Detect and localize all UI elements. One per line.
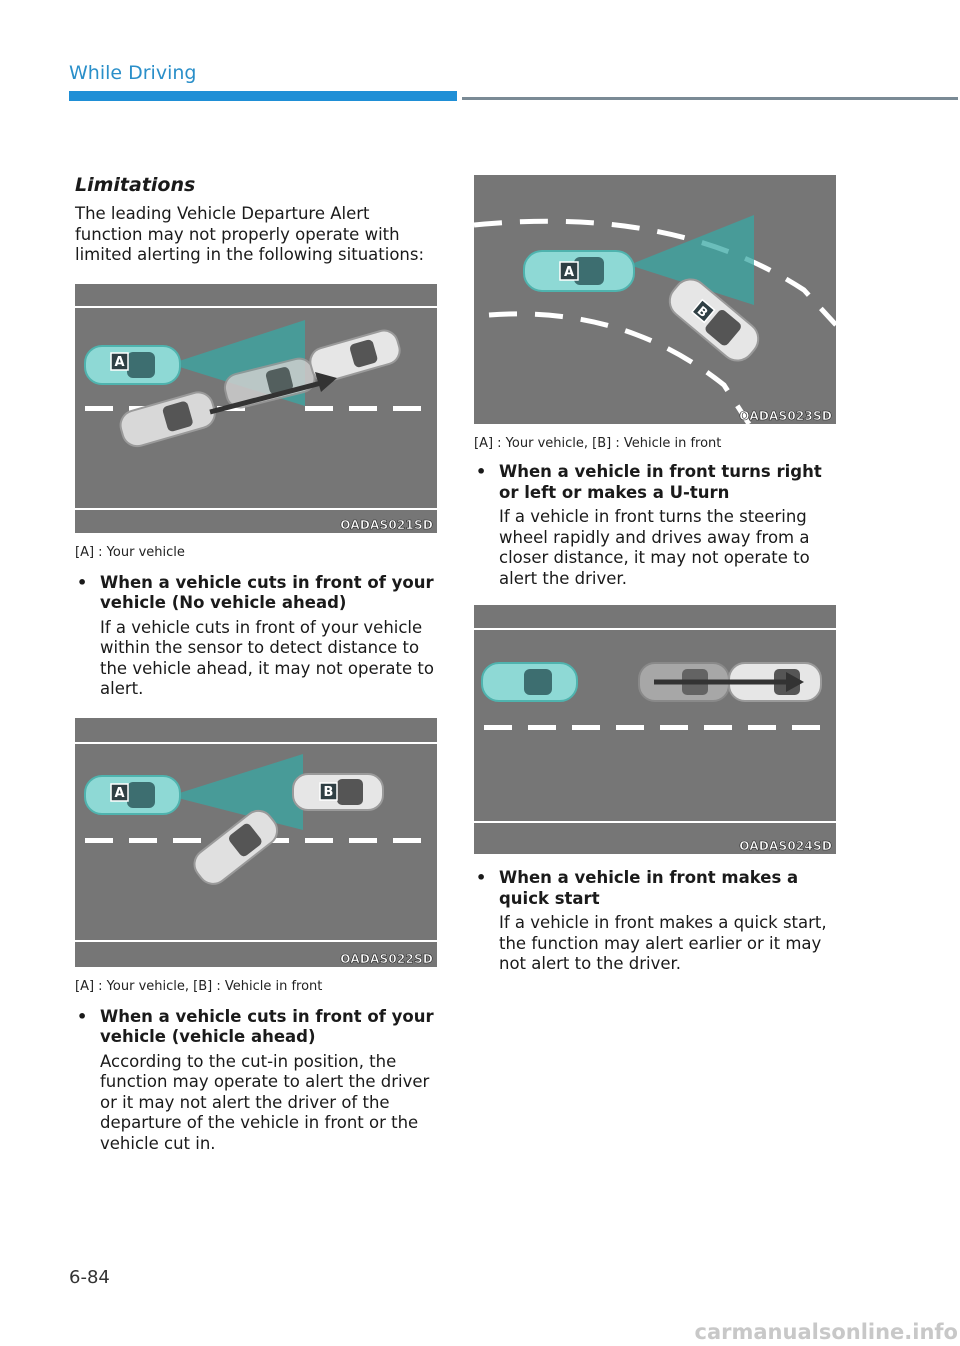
figure-caption: [A] : Your vehicle, [B] : Vehicle in fro…	[474, 436, 722, 451]
vehicle-label-a: A	[114, 355, 124, 370]
bullet-heading: When a vehicle in front makes a quick st…	[499, 868, 799, 908]
bullet-heading: When a vehicle cuts in front of your veh…	[100, 572, 434, 613]
vehicle-label-a: A	[564, 265, 574, 280]
right-column: A B OADAS023SD [A] : Your vehicle, [B] :…	[474, 175, 836, 975]
figure-caption: [A] : Your vehicle	[75, 544, 185, 560]
bullet-icon: •	[77, 1006, 88, 1026]
bullet-icon: •	[476, 462, 487, 481]
bullet-body: If a vehicle in front turns the steering…	[499, 507, 810, 588]
header-bar-blue	[69, 91, 457, 101]
bullet-body: If a vehicle in front makes a quick star…	[499, 913, 827, 973]
page-number: 6-84	[69, 1267, 110, 1288]
figure-code: OADAS021SD	[340, 517, 433, 532]
figure-vehicle-turns: A B OADAS023SD	[474, 175, 836, 424]
figure-code: OADAS023SD	[739, 409, 832, 424]
bullet-heading: When a vehicle cuts in front of your veh…	[100, 1006, 434, 1047]
own-vehicle-icon	[481, 662, 578, 702]
figure-cut-in-no-vehicle: A OADAS021SD	[75, 283, 437, 533]
motion-arrow-icon	[315, 371, 337, 392]
cutting-vehicle-icon	[193, 809, 279, 885]
turning-vehicle-illustration: A B	[474, 175, 836, 424]
bullet-body: If a vehicle cuts in front of your vehic…	[100, 617, 434, 699]
front-vehicle-icon: B	[668, 278, 760, 362]
cut-in-ahead-illustration: A B	[75, 717, 437, 967]
bullet-item: • When a vehicle cuts in front of your v…	[75, 1007, 437, 1155]
quick-start-illustration	[474, 605, 836, 854]
cut-in-illustration: A	[75, 283, 437, 533]
intro-paragraph: The leading Vehicle Departure Alert func…	[75, 204, 425, 264]
figure-cut-in-vehicle-ahead: A B OADAS022SD	[75, 717, 437, 967]
cutting-vehicle-icon	[119, 390, 216, 447]
bullet-heading: When a vehicle in front turns right or l…	[499, 462, 822, 502]
bullet-item: • When a vehicle in front makes a quick …	[474, 868, 836, 975]
bullet-icon: •	[476, 868, 487, 887]
figure-code: OADAS022SD	[340, 951, 433, 966]
header-bar-gray	[462, 97, 958, 100]
bullet-item: • When a vehicle in front turns right or…	[474, 462, 836, 589]
own-vehicle-icon	[523, 250, 635, 292]
bullet-body: According to the cut-in position, the fu…	[100, 1051, 430, 1153]
figure-quick-start: OADAS024SD	[474, 605, 836, 854]
figure-caption: [A] : Your vehicle, [B] : Vehicle in fro…	[75, 978, 323, 994]
bullet-item: • When a vehicle cuts in front of your v…	[75, 573, 437, 700]
vehicle-label-b: B	[324, 785, 334, 800]
own-vehicle-icon	[84, 774, 181, 815]
own-vehicle-icon	[84, 344, 181, 385]
front-vehicle-icon	[292, 772, 384, 811]
vehicle-label-a: A	[114, 786, 124, 801]
left-column: Limitations The leading Vehicle Departur…	[75, 172, 437, 1154]
figure-code: OADAS024SD	[739, 839, 832, 854]
watermark-text[interactable]: carmanualsonline.info	[694, 1320, 958, 1344]
section-title: Limitations	[75, 174, 196, 196]
bullet-icon: •	[77, 572, 88, 592]
motion-arrow-icon	[786, 672, 804, 692]
header-title: While Driving	[69, 62, 197, 84]
